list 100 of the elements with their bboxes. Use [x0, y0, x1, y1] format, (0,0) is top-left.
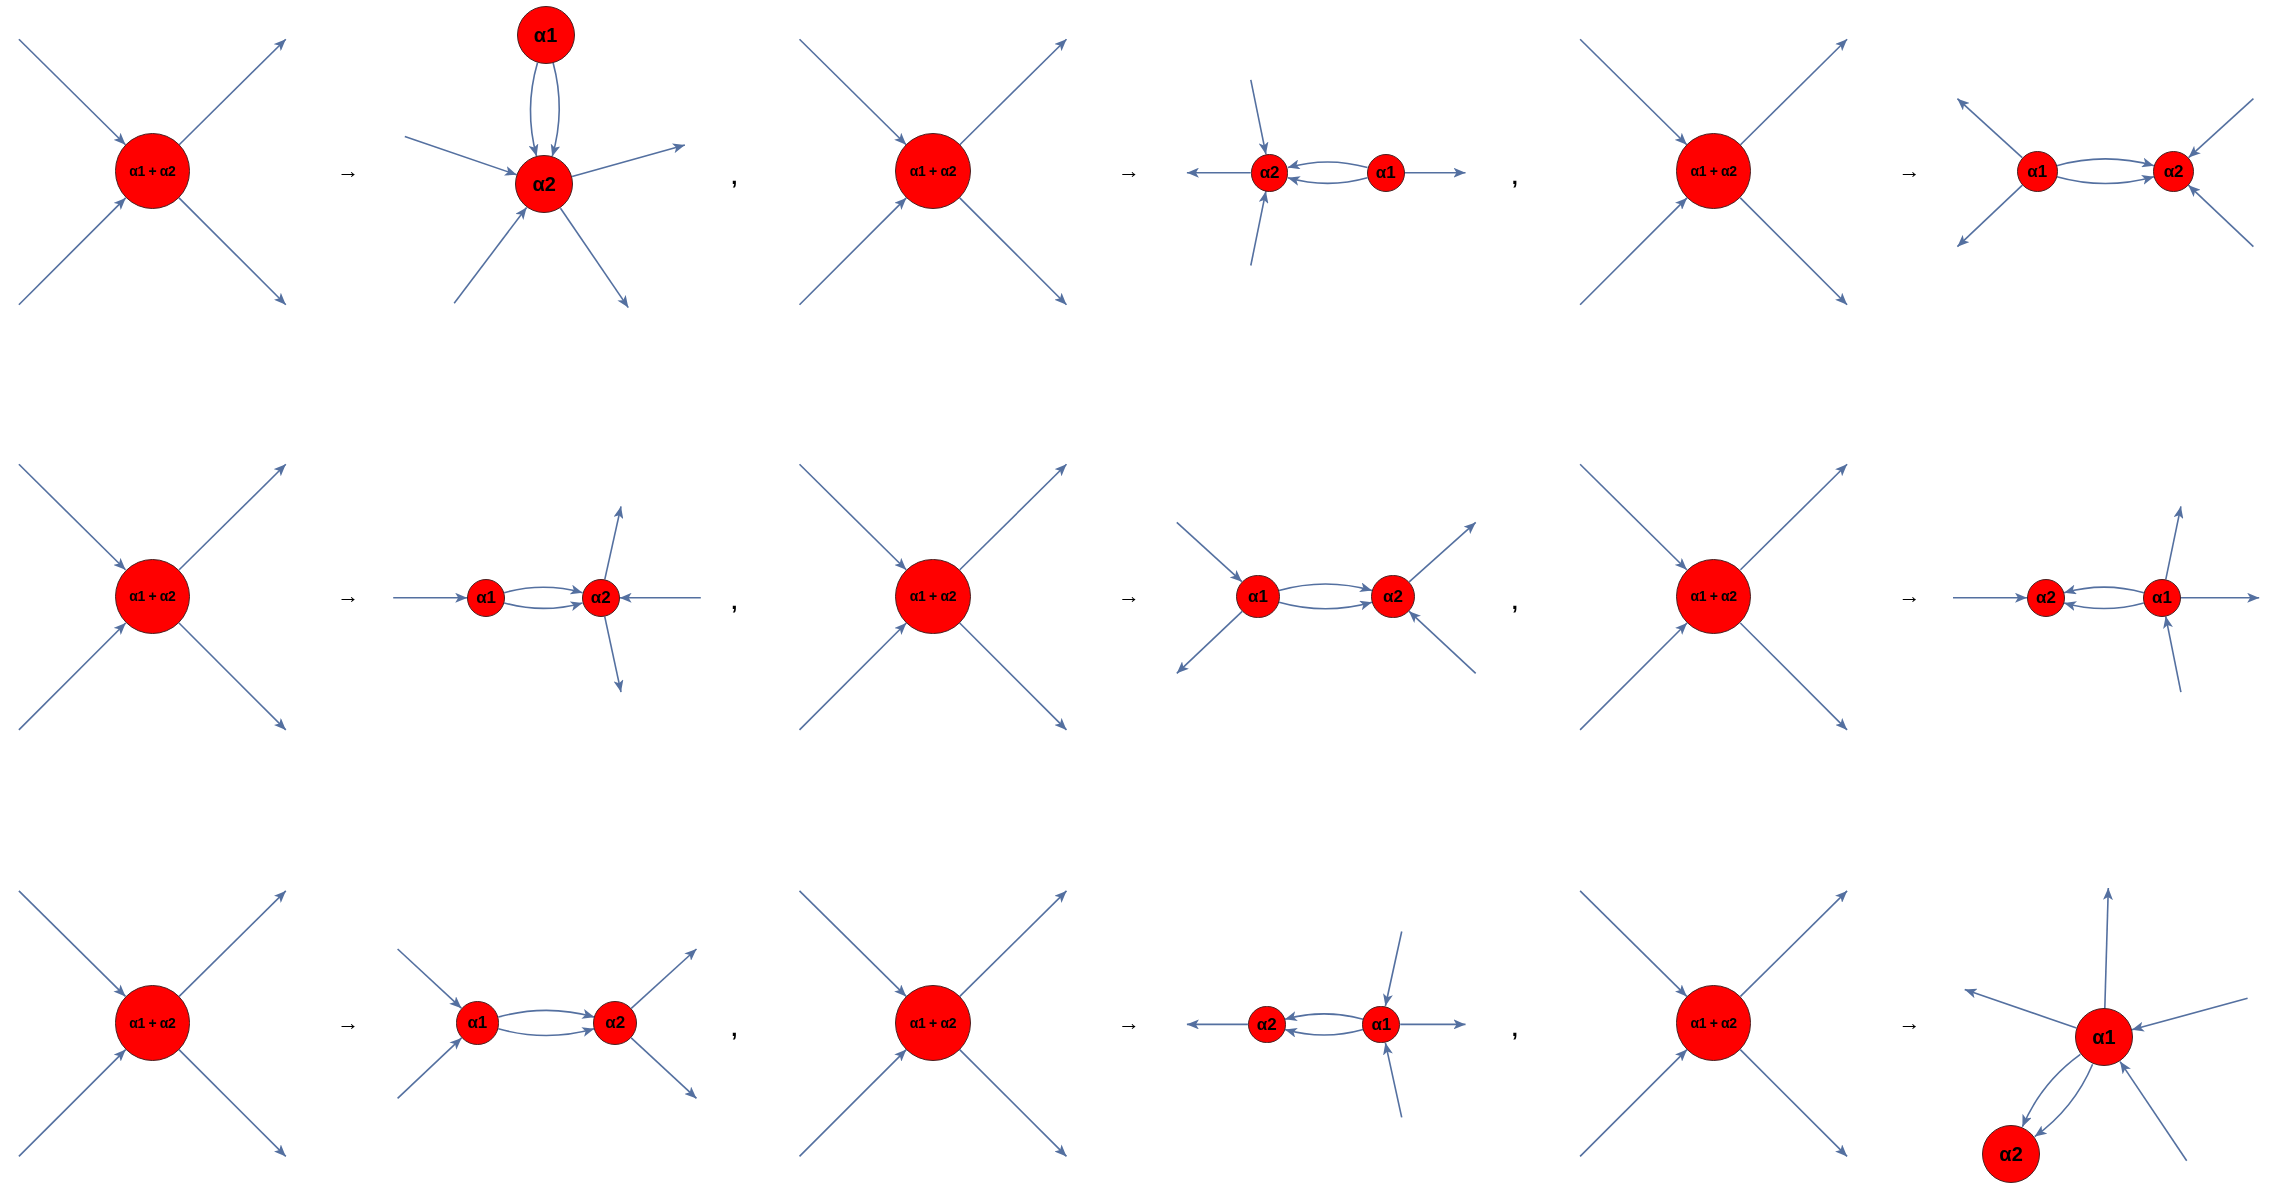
- separator-symbol: →: [1898, 1011, 1921, 1034]
- arrow: [2187, 97, 2255, 159]
- node-label: α1: [1248, 587, 1268, 605]
- node-label: α2: [2163, 162, 2184, 180]
- arrow: [2163, 615, 2182, 693]
- graph-node: [895, 558, 971, 635]
- arrow: [453, 206, 528, 305]
- separator-symbol: →: [1117, 160, 1140, 183]
- separator-symbol: ,: [1511, 166, 1518, 188]
- graph-node: [1675, 985, 1752, 1061]
- arrow: [1284, 1027, 1364, 1038]
- arrow: [2187, 184, 2255, 248]
- node-label: α1 + α2: [1690, 164, 1737, 179]
- arrow: [1399, 1019, 1467, 1030]
- separator-symbol: →: [1117, 1011, 1140, 1034]
- graph-node: [1236, 574, 1280, 619]
- graph-node: [1371, 574, 1415, 619]
- arrow: [1250, 190, 1269, 267]
- arrow: [1278, 582, 1373, 593]
- arrow: [178, 890, 287, 998]
- graph-node: [1675, 558, 1752, 635]
- arrow: [2056, 157, 2155, 168]
- separator-symbol: ,: [731, 166, 738, 188]
- arrow: [2056, 174, 2155, 185]
- arrow: [630, 1037, 698, 1100]
- arrow: [630, 948, 698, 1010]
- separator-symbol: ,: [1511, 1017, 1518, 1040]
- arrow: [1579, 890, 1688, 998]
- node-label: α1 + α2: [1690, 1015, 1737, 1030]
- node-label: α2: [1383, 587, 1403, 605]
- arrow: [959, 38, 1068, 146]
- arrow: [18, 463, 127, 571]
- arrow: [1739, 1048, 1848, 1158]
- arrow: [958, 197, 1068, 306]
- arrow: [1176, 610, 1243, 675]
- arrow: [178, 622, 287, 731]
- separator-symbol: →: [1117, 585, 1140, 608]
- separator-symbol: ,: [731, 1017, 738, 1040]
- arrow: [1579, 1048, 1688, 1158]
- arrow: [1383, 930, 1403, 1007]
- arrow: [1408, 521, 1477, 583]
- graph-node: [467, 578, 505, 617]
- arrow: [1956, 184, 2024, 248]
- arrow: [1287, 175, 1369, 186]
- arrow: [798, 463, 907, 571]
- arrow: [2131, 997, 2249, 1032]
- arrow: [178, 463, 287, 571]
- arrow: [18, 197, 127, 306]
- arrow: [1739, 463, 1848, 571]
- arrow: [396, 1037, 463, 1100]
- graph-node: [593, 1001, 637, 1045]
- arrow: [1579, 463, 1688, 571]
- arrow: [604, 505, 624, 581]
- arrow: [618, 592, 702, 603]
- arrow: [18, 622, 127, 731]
- graph-node: [1675, 133, 1752, 209]
- arrow: [178, 38, 287, 146]
- graph-node: [1247, 1005, 1286, 1044]
- separator-symbol: →: [337, 1011, 360, 1034]
- graph-node: [895, 133, 971, 209]
- node-label: α2: [590, 589, 611, 607]
- arrow: [1739, 890, 1848, 998]
- arrow: [798, 890, 907, 998]
- separator-symbol: →: [337, 160, 360, 183]
- node-label: α1: [1371, 1015, 1392, 1033]
- arrow: [958, 622, 1068, 731]
- arrow: [603, 615, 624, 693]
- arrow: [2102, 887, 2113, 1010]
- arrow: [571, 143, 686, 178]
- node-label: α2: [2035, 589, 2056, 607]
- node-label: α1 + α2: [1690, 589, 1737, 604]
- separator-symbol: →: [1898, 585, 1921, 608]
- arrow: [1186, 167, 1252, 178]
- graph-node: [2027, 578, 2065, 617]
- arrow: [18, 890, 127, 998]
- arrow: [178, 1048, 287, 1158]
- arrow: [1284, 1011, 1364, 1022]
- arrow: [1186, 1019, 1249, 1030]
- arrow: [959, 463, 1068, 571]
- arrow: [2063, 584, 2145, 595]
- arrow: [559, 207, 630, 309]
- graph-node: [114, 985, 191, 1061]
- arrow: [958, 1048, 1068, 1158]
- separator-symbol: ,: [731, 591, 738, 614]
- node-label: α1: [476, 589, 497, 607]
- node-label: α1: [1375, 164, 1396, 182]
- arrow: [1408, 610, 1477, 675]
- arrow: [503, 601, 584, 611]
- graph-node: [2153, 150, 2194, 192]
- node-label: α1 + α2: [129, 164, 176, 179]
- arrow: [1739, 622, 1848, 731]
- node-label: α1 + α2: [909, 1015, 957, 1030]
- node-label: α1: [467, 1014, 488, 1032]
- node-label: α2: [1259, 164, 1280, 182]
- separator-symbol: →: [337, 585, 360, 608]
- arrow: [1287, 159, 1369, 170]
- arrow: [1579, 622, 1688, 731]
- arrow: [1176, 521, 1243, 583]
- graph-node: [1362, 1005, 1401, 1044]
- arrow: [503, 584, 584, 595]
